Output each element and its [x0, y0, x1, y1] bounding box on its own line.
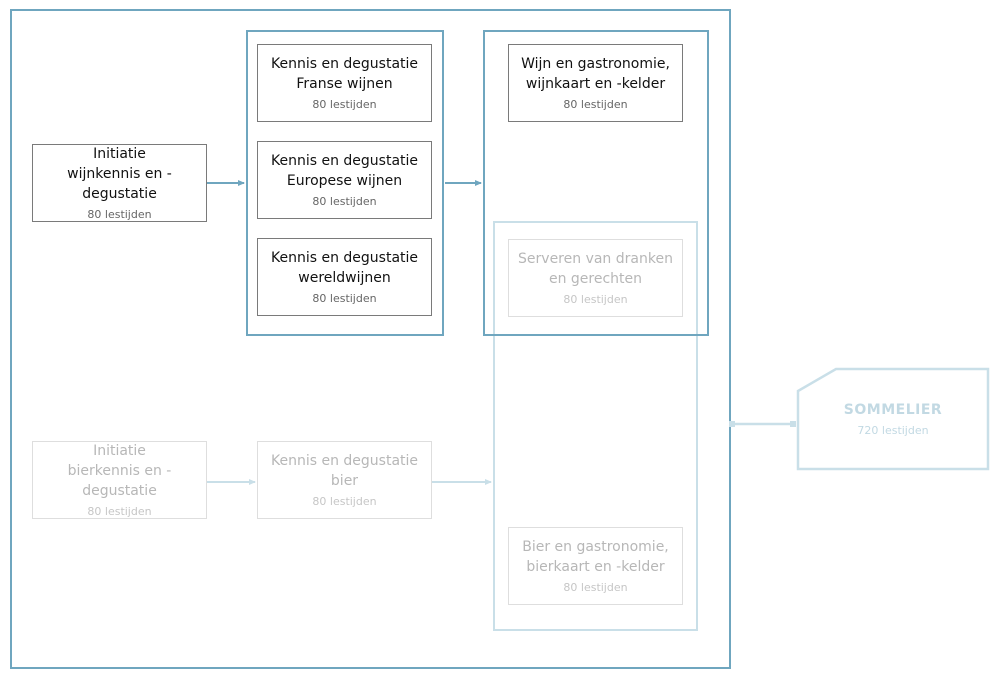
course-hours: 80 lestijden [563, 292, 628, 306]
course-hours: 80 lestijden [312, 291, 377, 305]
result-title: SOMMELIER [843, 401, 943, 418]
course-hours: 80 lestijden [312, 194, 377, 208]
sommelier-result-card: SOMMELIER 720 lestijden [796, 367, 990, 471]
course-wijn-gastronomie: Wijn en gastronomie,wijnkaart en -kelder… [508, 44, 683, 122]
wine-service-group-frame [483, 30, 709, 336]
result-hours: 720 lestijden [857, 423, 929, 437]
course-hours: 80 lestijden [87, 207, 152, 221]
beer-service-group-frame [493, 221, 698, 631]
course-hours: 80 lestijden [312, 97, 377, 111]
course-hours: 80 lestijden [563, 97, 628, 111]
course-bier-gastronomie: Bier en gastronomie,bierkaart en -kelder… [508, 527, 683, 605]
outer-frame [10, 9, 731, 669]
wine-tasting-group-frame [246, 30, 444, 336]
course-title: Bier en gastronomie,bierkaart en -kelder [522, 538, 669, 575]
clipped-card-shape [796, 367, 990, 471]
course-hours: 80 lestijden [87, 504, 152, 518]
course-title: Wijn en gastronomie,wijnkaart en -kelder [521, 55, 670, 92]
course-hours: 80 lestijden [563, 580, 628, 594]
course-hours: 80 lestijden [312, 494, 377, 508]
